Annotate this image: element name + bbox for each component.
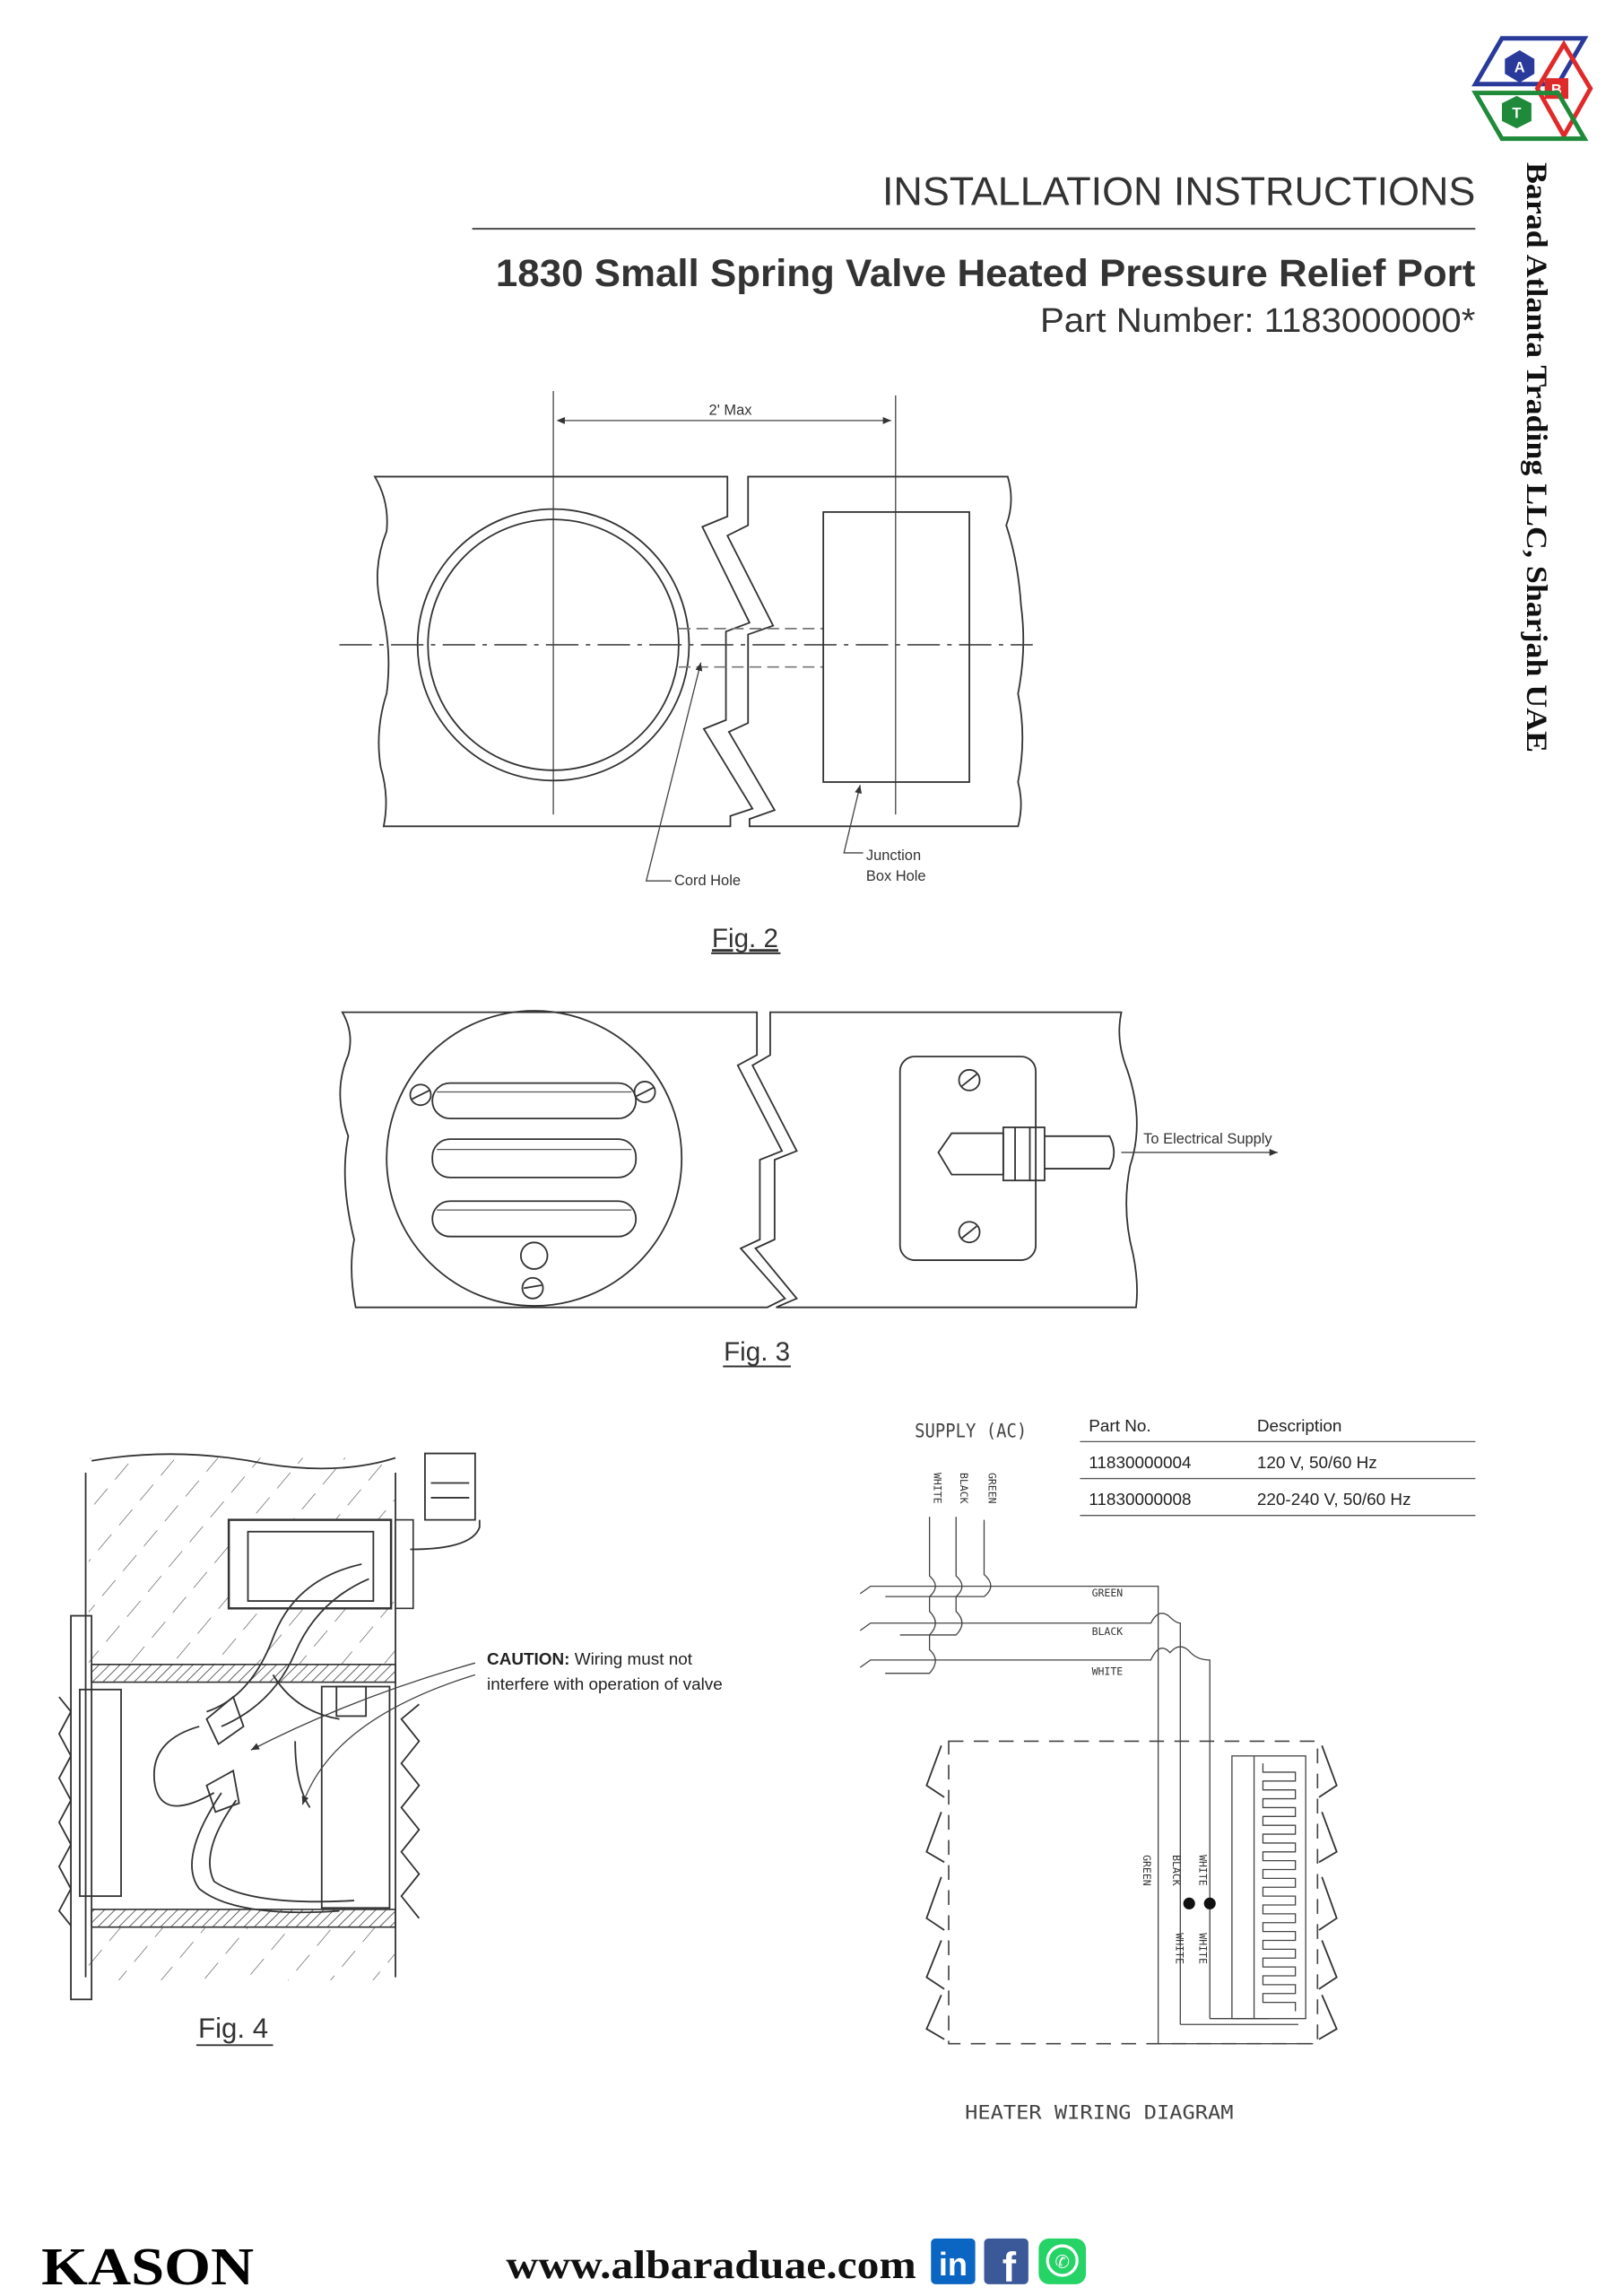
heater-label-black: BLACK (1170, 1855, 1183, 1886)
svg-text:T: T (1512, 106, 1521, 122)
svg-text:B: B (1551, 82, 1562, 98)
table-cell-part-2: 11830000008 (1089, 1491, 1191, 1509)
figure-3: To Electrical Supply Fig. 3 (339, 1010, 1278, 1368)
heater-label-green: GREEN (1141, 1855, 1153, 1886)
abt-logo: A B T (1471, 36, 1593, 142)
wiring-diagram-title: HEATER WIRING DIAGRAM (965, 2102, 1233, 2125)
heater-label-white-2: WHITE (1173, 1933, 1185, 1964)
caution-label: CAUTION: (487, 1650, 569, 1669)
run-label-green: GREEN (1092, 1587, 1124, 1599)
screw-icon (633, 1081, 656, 1103)
product-title: 1830 Small Spring Valve Heated Pressure … (496, 252, 1475, 295)
svg-text:✆: ✆ (1055, 2253, 1070, 2273)
website-link[interactable]: www.albaraduae.com (506, 2242, 916, 2287)
heater-label-white-3: WHITE (1197, 1933, 1210, 1964)
run-label-white: WHITE (1092, 1665, 1124, 1677)
dimension-label: 2' Max (709, 402, 753, 418)
fig2-caption: Fig. 2 (712, 924, 778, 953)
run-label-black: BLACK (1092, 1625, 1124, 1638)
fig4-caption: Fig. 4 (198, 2013, 268, 2044)
supply-ac-label: SUPPLY (AC) (915, 1420, 1027, 1442)
wire-label-white: WHITE (932, 1473, 944, 1504)
caution-text-2: interfere with operation of valve (487, 1675, 723, 1694)
table-cell-part-1: 11830000004 (1089, 1454, 1191, 1473)
caution-text-1: Wiring must not (575, 1650, 693, 1669)
cord-hole-label: Cord Hole (674, 873, 741, 889)
part-number: Part Number: 1183000000* (1040, 302, 1476, 340)
heater-label-white-1: WHITE (1197, 1855, 1210, 1886)
table-header-description: Description (1257, 1417, 1342, 1436)
svg-text:CAUTION: Wiring must not: CAUTION: Wiring must not (487, 1650, 693, 1669)
svg-text:in: in (939, 2246, 968, 2283)
heater-element-icon (1262, 1763, 1297, 2012)
facebook-icon[interactable]: f (984, 2238, 1028, 2291)
screw-icon (409, 1083, 432, 1107)
screw-icon (958, 1068, 981, 1091)
junction-box-label-2: Box Hole (866, 868, 926, 884)
junction-box-label-1: Junction (866, 848, 921, 864)
figure-4: CAUTION: Wiring must not interfere with … (57, 1452, 723, 2047)
screw-icon (521, 1276, 544, 1300)
wire-label-green: GREEN (985, 1473, 998, 1504)
whatsapp-icon[interactable]: ✆ (1038, 2238, 1087, 2284)
heater-wiring-diagram: SUPPLY (AC) WHITE BLACK GREEN GREEN BLAC… (859, 1420, 1338, 2125)
figure-2: 2' Max Cord Hole Junction Box Hole Fig. … (339, 390, 1033, 954)
linkedin-icon[interactable]: in (931, 2238, 976, 2284)
kason-logo: KASON (41, 2237, 254, 2296)
svg-text:KASON: KASON (41, 2237, 254, 2296)
to-electrical-supply-label: To Electrical Supply (1143, 1131, 1272, 1147)
section-title: INSTALLATION INSTRUCTIONS (882, 170, 1475, 214)
side-company-name: Barad Atlanta Trading LLC, Sharjah UAE (1520, 162, 1552, 752)
parts-table: Part No. Description 11830000004 120 V, … (1080, 1417, 1476, 1517)
table-cell-desc-2: 220-240 V, 50/60 Hz (1257, 1491, 1411, 1509)
svg-text:f: f (1002, 2244, 1017, 2291)
table-header-part-no: Part No. (1089, 1417, 1150, 1436)
svg-text:A: A (1515, 60, 1525, 76)
fig3-caption: Fig. 3 (724, 1337, 790, 1367)
wire-label-black: BLACK (958, 1473, 970, 1504)
table-cell-desc-1: 120 V, 50/60 Hz (1257, 1454, 1377, 1473)
screw-icon (958, 1221, 981, 1244)
